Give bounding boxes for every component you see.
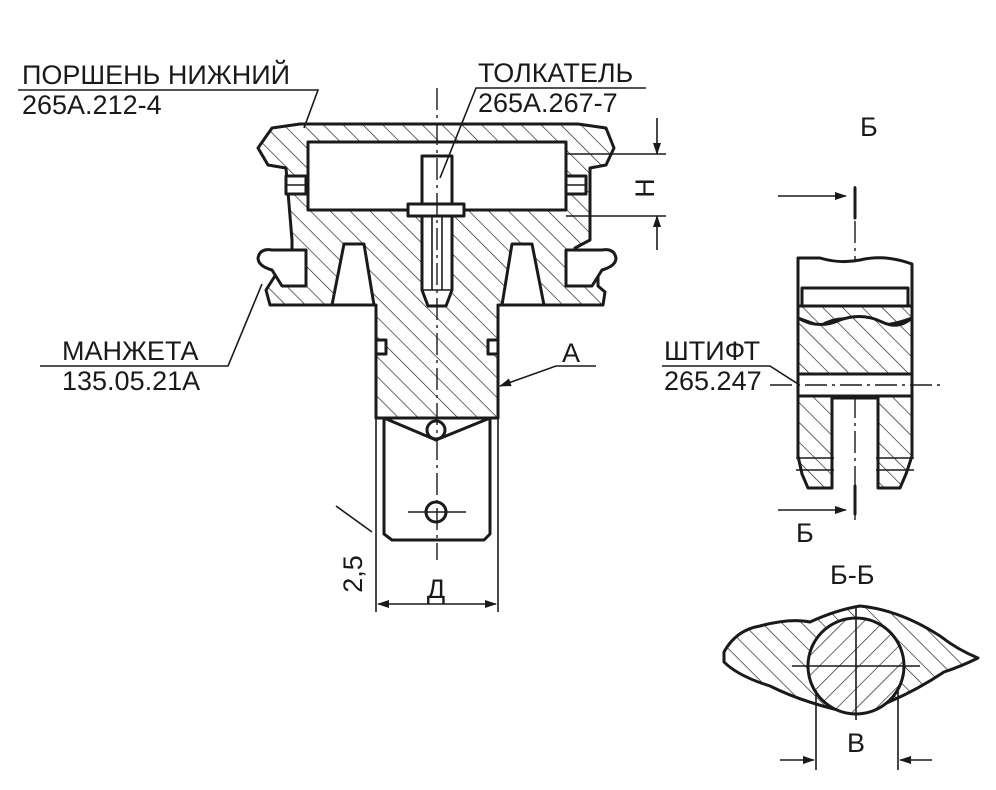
notch-left [374, 338, 388, 356]
pin-title: ШТИФТ [664, 336, 760, 366]
notch-right [486, 338, 500, 356]
view-a-label: А [562, 338, 580, 368]
pusher-code: 265А.267-7 [478, 88, 618, 118]
dim-offset: 2,5 [338, 555, 368, 593]
main-section-view [18, 87, 666, 612]
view-b-section [796, 315, 914, 490]
view-b-title: Б [860, 112, 878, 142]
pusher-title: ТОЛКАТЕЛЬ [478, 58, 633, 88]
dim-width-v: В [847, 728, 865, 758]
dim-height: Н [630, 178, 660, 198]
pin-code: 265.247 [664, 366, 762, 396]
cuff-code: 135.05.21А [62, 366, 200, 396]
view-b [662, 186, 940, 520]
lower-piston-code: 265А.212-4 [22, 90, 162, 120]
recess-left [330, 242, 376, 307]
cuff-left [256, 248, 308, 288]
lower-piston-title: ПОРШЕНЬ НИЖНИЙ [22, 59, 290, 90]
section-b-b [722, 604, 980, 770]
cuff-title: МАНЖЕТА [62, 336, 199, 366]
section-title: Б-Б [830, 560, 874, 590]
upper-hole [425, 419, 447, 441]
section-mark-bottom: Б [796, 518, 814, 548]
recess-right [500, 242, 546, 307]
dim-width-d: Д [427, 574, 445, 604]
cuff-right [564, 248, 618, 288]
